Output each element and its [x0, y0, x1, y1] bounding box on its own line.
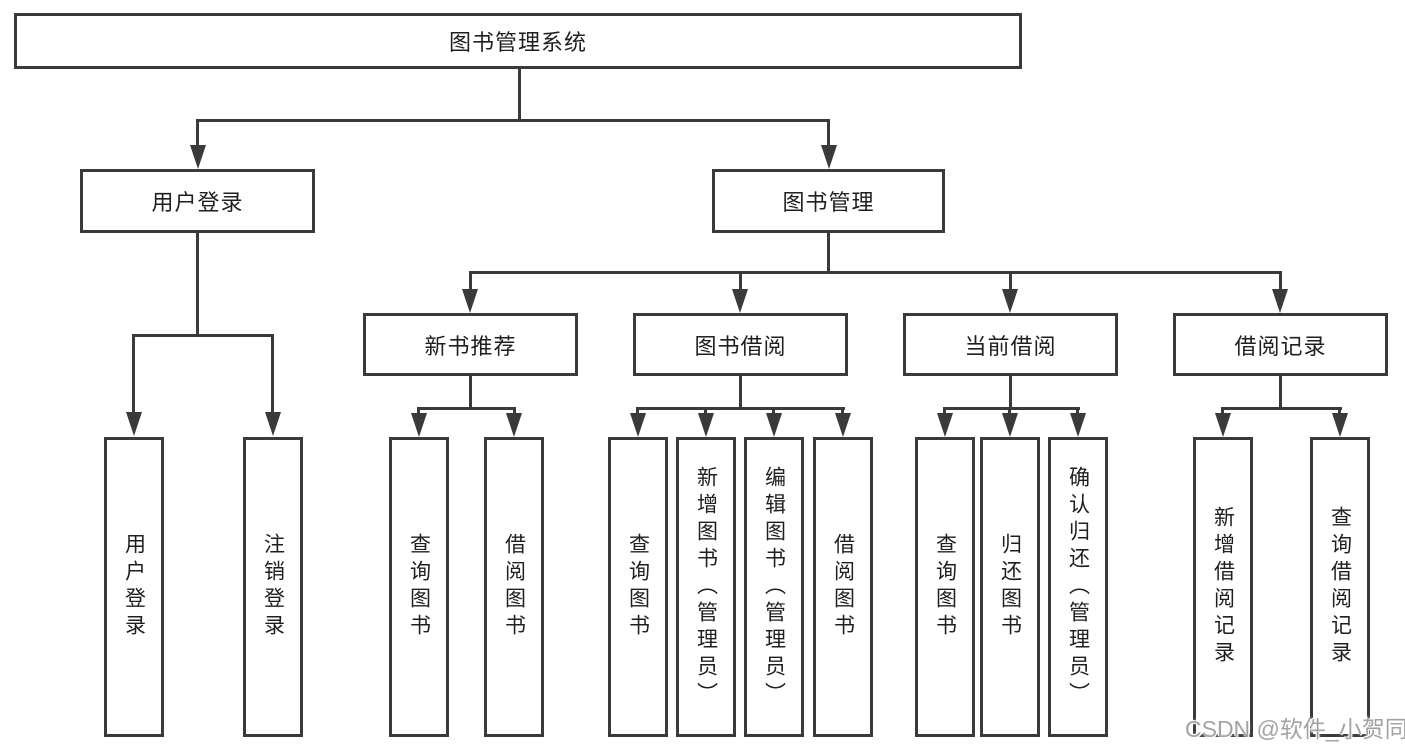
leaf-search-borrow-record: 查询借阅记录: [1310, 437, 1370, 737]
connector: [196, 233, 199, 337]
leaf-user-login: 用户登录: [104, 437, 164, 737]
connector: [704, 407, 707, 415]
connector: [827, 119, 830, 147]
arrow-down-icon: [835, 413, 851, 437]
arrow-down-icon: [411, 413, 427, 437]
connector: [841, 407, 844, 415]
connector: [417, 407, 516, 410]
connector: [1279, 271, 1282, 291]
node-label: 查询借阅记录: [1328, 506, 1352, 668]
connector: [1279, 376, 1282, 410]
connector: [943, 407, 946, 415]
leaf-return-books: 归还图书: [980, 437, 1040, 737]
node-label: 用户登录: [122, 533, 146, 641]
node-label: 借阅图书: [502, 533, 526, 641]
leaf-borrow-books-recommend: 借阅图书: [484, 437, 544, 737]
arrow-down-icon: [766, 413, 782, 437]
connector: [772, 407, 775, 415]
node-library-system: 图书管理系统: [14, 13, 1022, 69]
connector: [1221, 407, 1342, 410]
node-label: 新增借阅记录: [1211, 506, 1235, 668]
node-label: 图书管理系统: [448, 30, 587, 55]
connector: [469, 376, 472, 410]
node-book-borrow: 图书借阅: [633, 313, 848, 376]
node-label: 查询图书: [626, 533, 650, 641]
connector: [739, 271, 742, 291]
arrow-down-icon: [265, 412, 281, 436]
arrow-down-icon: [630, 413, 646, 437]
node-label: 新增图书（管理员）: [694, 465, 718, 709]
arrow-down-icon: [1002, 289, 1018, 313]
connector: [1338, 407, 1341, 415]
connector: [1008, 407, 1011, 415]
leaf-add-borrow-record: 新增借阅记录: [1193, 437, 1253, 737]
node-label: 编辑图书（管理员）: [762, 465, 786, 709]
connector: [417, 407, 420, 415]
arrow-down-icon: [732, 289, 748, 313]
connector: [132, 334, 274, 337]
node-label: 归还图书: [998, 533, 1022, 641]
arrow-down-icon: [462, 289, 478, 313]
connector: [132, 334, 135, 414]
connector: [196, 119, 830, 122]
arrow-down-icon: [1002, 413, 1018, 437]
arrow-down-icon: [126, 412, 142, 436]
connector: [469, 271, 1282, 274]
node-borrow-records: 借阅记录: [1173, 313, 1388, 376]
arrow-down-icon: [190, 145, 206, 169]
connector: [1009, 376, 1012, 410]
node-label: 注销登录: [261, 533, 285, 641]
connector: [636, 407, 639, 415]
leaf-search-books-recommend: 查询图书: [389, 437, 449, 737]
leaf-edit-books-admin: 编辑图书（管理员）: [744, 437, 804, 737]
node-user-login: 用户登录: [80, 169, 315, 233]
connector: [271, 334, 274, 414]
node-label: 用户登录: [151, 190, 244, 215]
connector: [513, 407, 516, 415]
node-new-book-recommend: 新书推荐: [363, 313, 578, 376]
leaf-search-books-current: 查询图书: [915, 437, 975, 737]
node-label: 确认归还（管理员）: [1066, 465, 1090, 709]
connector: [1221, 407, 1224, 415]
leaf-confirm-return-admin: 确认归还（管理员）: [1048, 437, 1108, 737]
node-label: 查询图书: [407, 533, 431, 641]
node-label: 当前借阅: [964, 333, 1057, 359]
arrow-down-icon: [1272, 289, 1288, 313]
connector: [827, 233, 830, 274]
arrow-down-icon: [506, 413, 522, 437]
connector: [1076, 407, 1079, 415]
arrow-down-icon: [937, 413, 953, 437]
node-book-management: 图书管理: [712, 169, 945, 233]
arrow-down-icon: [698, 413, 714, 437]
connector: [1009, 271, 1012, 291]
node-label: 借阅图书: [831, 533, 855, 641]
connector: [636, 407, 845, 410]
leaf-search-books-borrow: 查询图书: [608, 437, 668, 737]
node-label: 借阅记录: [1234, 333, 1327, 359]
watermark: CSDN @软件_小贺同学: [1185, 716, 1405, 742]
node-label: 图书管理: [782, 190, 875, 215]
leaf-borrow-books: 借阅图书: [813, 437, 873, 737]
connector: [469, 271, 472, 291]
node-current-borrow: 当前借阅: [903, 313, 1118, 376]
leaf-add-books-admin: 新增图书（管理员）: [676, 437, 736, 737]
arrow-down-icon: [1070, 413, 1086, 437]
connector: [196, 119, 199, 147]
arrow-down-icon: [1215, 413, 1231, 437]
connector: [518, 69, 521, 122]
node-label: 新书推荐: [424, 333, 517, 359]
connector: [943, 407, 1080, 410]
arrow-down-icon: [1332, 413, 1348, 437]
arrow-down-icon: [821, 145, 837, 169]
leaf-logout-login: 注销登录: [243, 437, 303, 737]
node-label: 图书借阅: [694, 333, 787, 359]
connector: [739, 376, 742, 410]
node-label: 查询图书: [933, 533, 957, 641]
